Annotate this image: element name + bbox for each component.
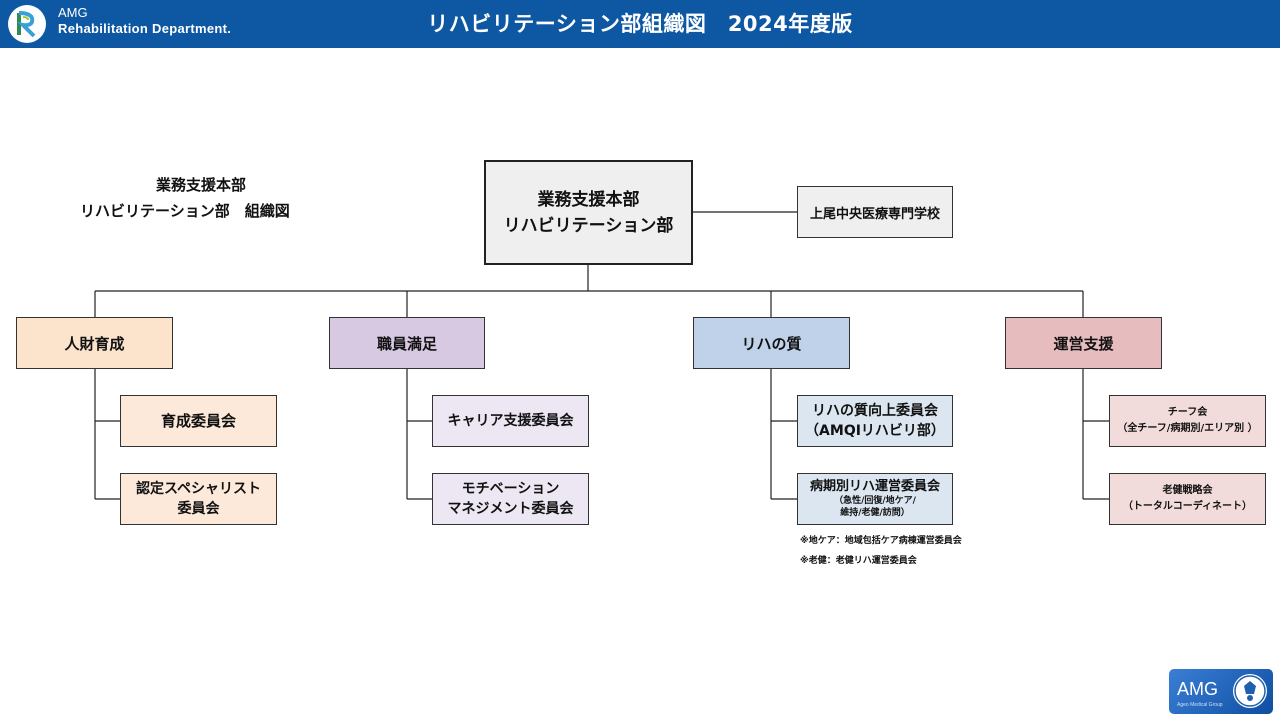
amg-logo: AMG Ageo Medical Group — [1169, 669, 1273, 714]
committee-label-line2: マネジメント委員会 — [447, 501, 574, 517]
note-roken: ※老健：老健リハ運営委員会 — [800, 556, 917, 566]
committee-ikusei: 育成委員会 — [120, 395, 277, 447]
committee-label-line3: 維持/老健/訪問） — [840, 508, 910, 518]
committee-label-line1: リハの質向上委員会 — [812, 403, 938, 419]
committee-label: キャリア支援委員会 — [447, 413, 574, 429]
side-title-line1: 業務支援本部 — [156, 176, 247, 194]
committee-quality: リハの質向上委員会 （AMQIリハビリ部） — [797, 395, 953, 447]
committee-label-line1: チーフ会 — [1167, 407, 1208, 418]
committee-disease-stage: 病期別リハ運営委員会 （急性/回復/地ケア/ 維持/老健/訪問） — [797, 473, 953, 525]
category-jinzai-ikusei: 人財育成 — [16, 317, 173, 369]
school-node: 上尾中央医療専門学校 — [797, 186, 953, 238]
committee-label-line2: （AMQIリハビリ部） — [805, 423, 945, 439]
committee-roken-strategy: 老健戦略会 （トータルコーディネート） — [1109, 473, 1266, 525]
committee-label-line2: （トータルコーディネート） — [1122, 501, 1253, 512]
side-title-line2: リハビリテーション部 組織図 — [80, 202, 290, 220]
committee-label: 育成委員会 — [160, 412, 236, 430]
brand-line2: Rehabilitation Department. — [58, 21, 232, 36]
committee-chief: チーフ会 （全チーフ/病期別/エリア別 ） — [1109, 395, 1266, 447]
committee-specialist: 認定スペシャリスト 委員会 — [120, 473, 277, 525]
committee-label-line1: 認定スペシャリスト — [135, 481, 262, 497]
side-title: 業務支援本部 リハビリテーション部 組織図 — [60, 172, 360, 224]
root-node: 業務支援本部 リハビリテーション部 — [484, 160, 693, 265]
category-label: リハの質 — [741, 334, 802, 353]
committee-label-line2: （急性/回復/地ケア/ — [834, 496, 916, 506]
brand-text: AMG Rehabilitation Department. — [58, 5, 231, 37]
committee-label-line1: 老健戦略会 — [1162, 485, 1213, 496]
school-label: 上尾中央医療専門学校 — [809, 206, 940, 222]
root-line1: 業務支援本部 — [537, 189, 640, 210]
amg-emblem-icon — [1233, 674, 1267, 708]
header-bar: AMG Rehabilitation Department. リハビリテーション… — [0, 0, 1280, 48]
committee-motivation: モチベーション マネジメント委員会 — [432, 473, 589, 525]
category-label: 運営支援 — [1053, 334, 1114, 353]
root-line2: リハビリテーション部 — [503, 215, 674, 236]
committee-label-line2: （全チーフ/病期別/エリア別 ） — [1117, 423, 1258, 434]
category-label: 人財育成 — [64, 334, 125, 353]
category-riha-no-shitsu: リハの質 — [693, 317, 850, 369]
amg-logo-text: AMG — [1177, 679, 1219, 699]
amg-logo-subtext: Ageo Medical Group — [1177, 702, 1223, 708]
brand-line1: AMG — [58, 5, 88, 20]
category-shokuin-manzoku: 職員満足 — [329, 317, 485, 369]
category-unei-shien: 運営支援 — [1005, 317, 1162, 369]
committee-label-line1: 病期別リハ運営委員会 — [809, 479, 940, 494]
page-title: リハビリテーション部組織図 2024年度版 — [427, 12, 853, 36]
category-label: 職員満足 — [376, 334, 437, 353]
note-chikea: ※地ケア：地域包括ケア病棟運営委員会 — [800, 536, 962, 546]
committee-label-line1: モチベーション — [461, 481, 560, 497]
committee-career: キャリア支援委員会 — [432, 395, 589, 447]
rehab-logo-icon — [8, 5, 46, 43]
committee-label-line2: 委員会 — [177, 501, 220, 517]
